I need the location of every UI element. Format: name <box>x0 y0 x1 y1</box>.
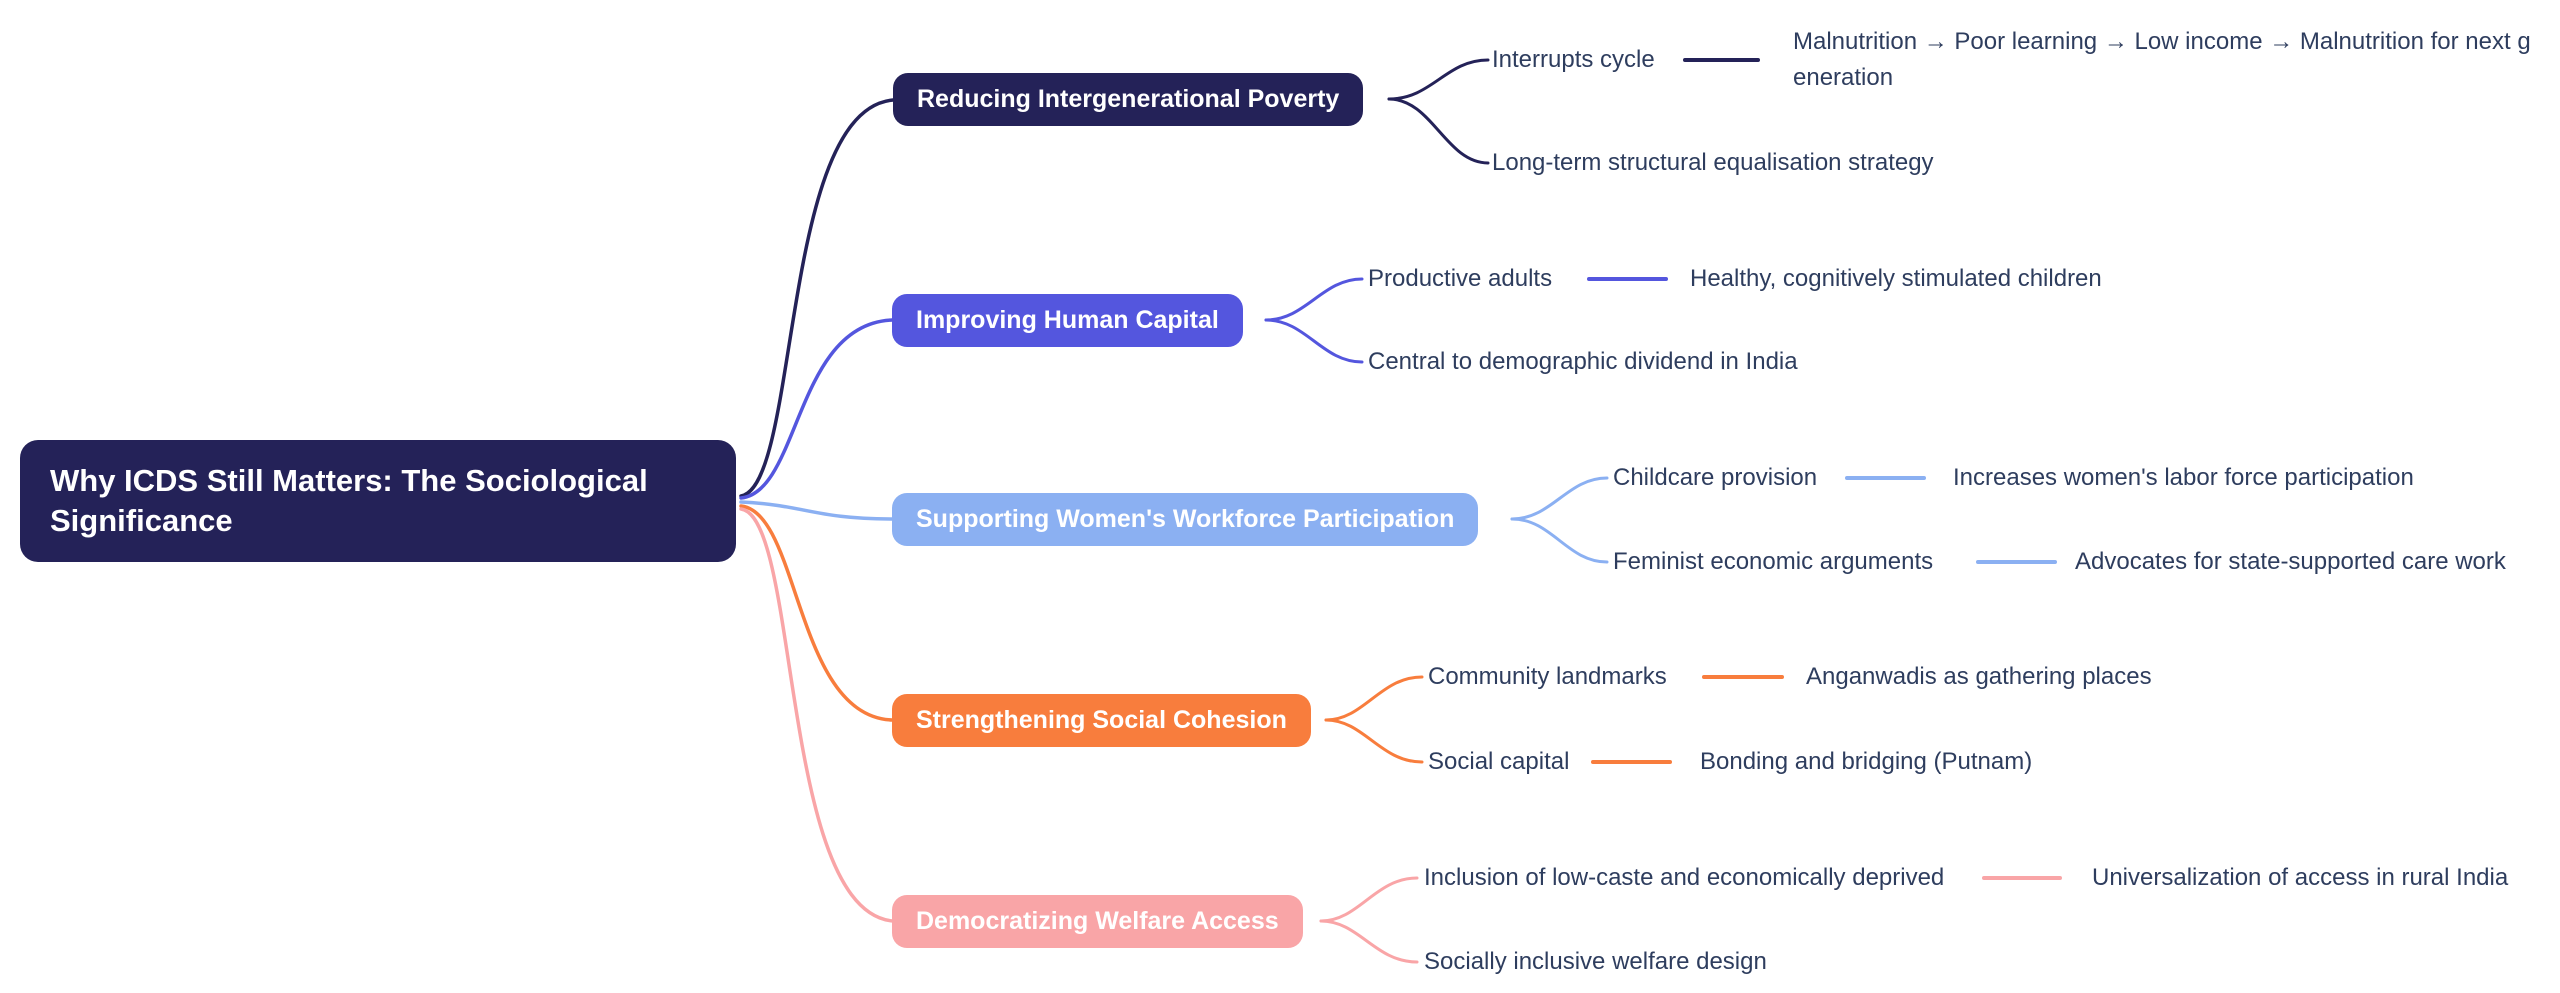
child-curve-socially-inclusive <box>1319 919 1419 964</box>
subtopic-feminist-arguments[interactable]: Feminist economic arguments <box>1613 548 1934 575</box>
subtopic-inclusion-low-caste[interactable]: Inclusion of low-caste and economically … <box>1424 864 1945 891</box>
subtopic-demographic-dividend[interactable]: Central to demographic dividend in India <box>1368 348 1798 375</box>
branch-curve-human-capital <box>739 318 894 500</box>
leaf-anganwadis-gathering[interactable]: Anganwadis as gathering places <box>1806 663 2152 690</box>
leaf-labor-force-participation[interactable]: Increases women's labor force participat… <box>1953 464 2414 491</box>
subtopic-long-term-strategy[interactable]: Long-term structural equalisation strate… <box>1492 149 1934 176</box>
leaf-universalization-access[interactable]: Universalization of access in rural Indi… <box>2092 864 2509 891</box>
subtopic-social-capital[interactable]: Social capital <box>1428 748 1570 775</box>
branch-node-welfare-access[interactable]: Democratizing Welfare Access <box>892 895 1303 948</box>
child-curve-long-term <box>1387 97 1490 165</box>
child-curve-feminist <box>1510 517 1609 564</box>
subtopic-socially-inclusive-design[interactable]: Socially inclusive welfare design <box>1424 948 1767 975</box>
branch-curve-social-cohesion <box>739 504 894 722</box>
child-curve-demographic-dividend <box>1264 318 1364 364</box>
leaf-bonding-bridging[interactable]: Bonding and bridging (Putnam) <box>1700 748 2033 775</box>
branch-curve-reducing-poverty <box>739 98 895 498</box>
child-curve-interrupts-cycle <box>1387 58 1490 101</box>
branch-node-reducing-poverty[interactable]: Reducing Intergenerational Poverty <box>893 73 1364 126</box>
branch-curve-womens-workforce <box>739 500 894 521</box>
child-curve-social-capital <box>1324 718 1424 764</box>
child-curve-productive-adults <box>1264 277 1364 322</box>
leaf-state-supported-care[interactable]: Advocates for state-supported care work <box>2075 548 2506 575</box>
subtopic-productive-adults[interactable]: Productive adults <box>1368 265 1553 292</box>
leaf-malnutrition-cycle[interactable]: Malnutrition → Poor learning → Low incom… <box>1793 28 2531 91</box>
branch-node-social-cohesion[interactable]: Strengthening Social Cohesion <box>892 694 1311 747</box>
child-curve-childcare <box>1510 476 1609 521</box>
subtopic-community-landmarks[interactable]: Community landmarks <box>1428 663 1667 690</box>
branch-curve-welfare-access <box>739 507 895 923</box>
branch-node-human-capital[interactable]: Improving Human Capital <box>892 294 1243 347</box>
branch-node-womens-workforce[interactable]: Supporting Women's Workforce Participati… <box>892 493 1479 546</box>
subtopic-interrupts-cycle[interactable]: Interrupts cycle <box>1492 46 1655 73</box>
leaf-healthy-children[interactable]: Healthy, cognitively stimulated children <box>1690 265 2102 292</box>
child-curve-community-landmarks <box>1324 675 1424 722</box>
central-topic[interactable]: Why ICDS Still Matters: The Sociological… <box>20 440 736 562</box>
child-curve-inclusion <box>1319 876 1419 923</box>
subtopic-childcare-provision[interactable]: Childcare provision <box>1613 464 1818 491</box>
